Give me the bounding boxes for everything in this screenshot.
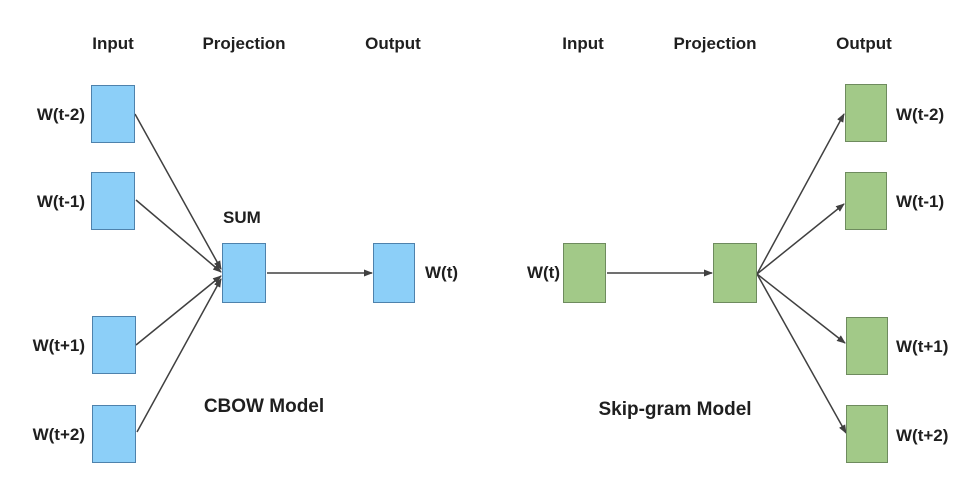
cbow-input-box-wt-minus1 (91, 172, 135, 230)
skipgram-caption: Skip-gram Model (598, 399, 752, 420)
skipgram-input-box (563, 243, 606, 303)
skipgram-output-box-wt-minus1 (845, 172, 887, 230)
skipgram-output-label-wt-plus1: W(t+1) (896, 337, 949, 356)
skipgram-input-label: W(t) (526, 263, 560, 282)
cbow-input-label-wt-minus2: W(t-2) (36, 105, 85, 124)
skipgram-header-input: Input (562, 34, 604, 53)
cbow-projection-box (222, 243, 266, 303)
skipgram-output-box-wt-plus1 (846, 317, 888, 375)
cbow-header-projection: Projection (202, 34, 286, 53)
cbow-header-output: Output (365, 34, 421, 53)
cbow-input-box-wt-plus2 (92, 405, 136, 463)
cbow-input-box-wt-minus2 (91, 85, 135, 143)
cbow-input-box-wt-plus1 (92, 316, 136, 374)
skipgram-output-label-wt-minus1: W(t-1) (896, 192, 945, 211)
cbow-sum-label: SUM (223, 208, 261, 227)
skipgram-output-label-wt-minus2: W(t-2) (896, 105, 945, 124)
cbow-input-label-wt-minus1: W(t-1) (36, 192, 85, 211)
skipgram-output-label-wt-plus2: W(t+2) (896, 426, 949, 445)
cbow-input-label-wt-plus1: W(t+1) (32, 336, 85, 355)
cbow-input-label-wt-plus2: W(t+2) (32, 425, 85, 444)
cbow-header-input: Input (92, 34, 134, 53)
cbow-output-box (373, 243, 415, 303)
cbow-caption: CBOW Model (203, 396, 325, 417)
skipgram-header-output: Output (836, 34, 892, 53)
skipgram-header-projection: Projection (673, 34, 757, 53)
skipgram-output-box-wt-minus2 (845, 84, 887, 142)
cbow-output-label: W(t) (425, 263, 459, 282)
skipgram-projection-box (713, 243, 757, 303)
skipgram-output-box-wt-plus2 (846, 405, 888, 463)
